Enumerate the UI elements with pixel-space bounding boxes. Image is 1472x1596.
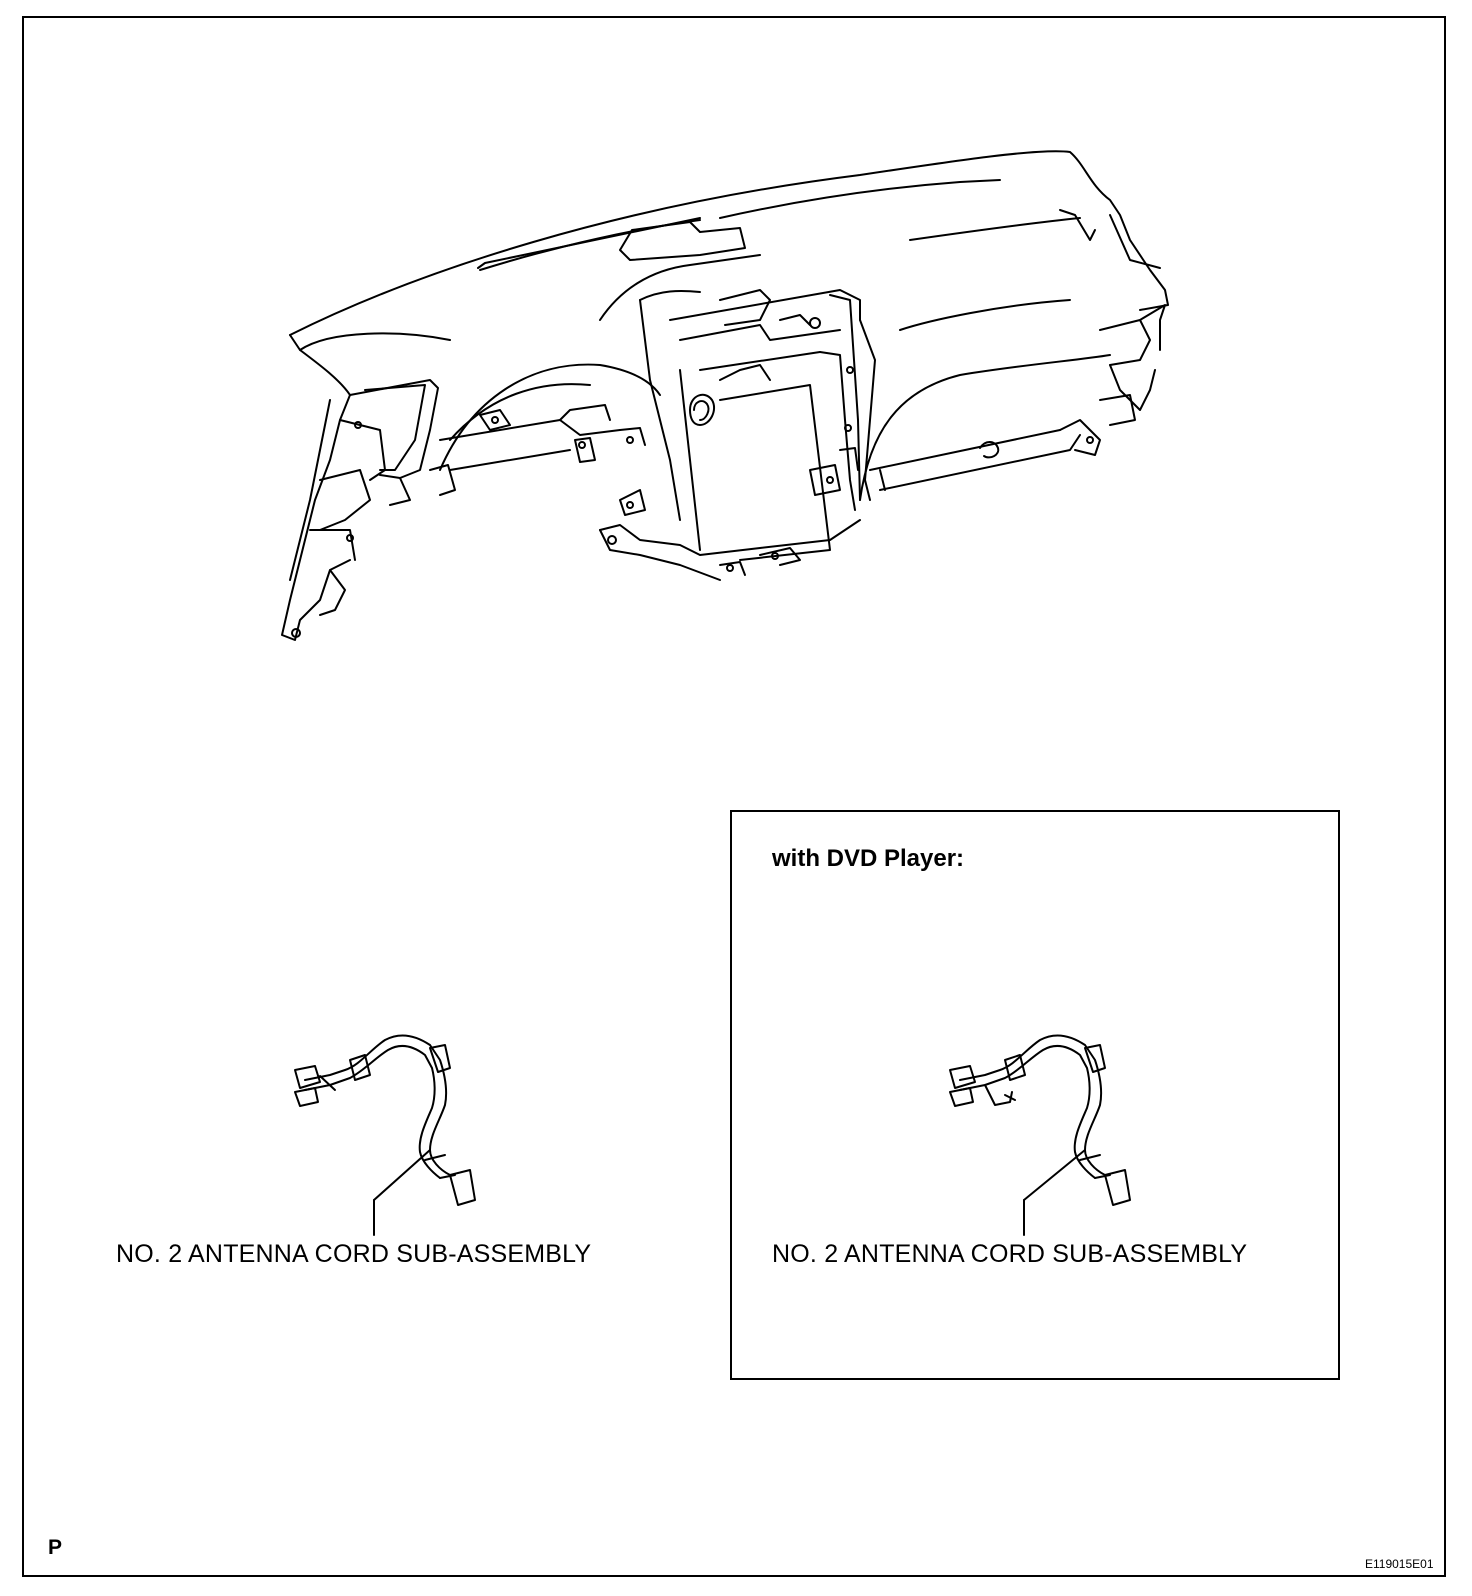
diagram-frame <box>22 16 1446 1577</box>
dashboard-center-stack <box>599 254 876 581</box>
leader-line-inset-diagonal <box>1023 1149 1086 1201</box>
antenna-cord-left <box>294 1034 476 1206</box>
inset-title: with DVD Player: <box>772 845 965 872</box>
part-label-inset: NO. 2 ANTENNA CORD SUB-ASSEMBLY <box>772 1240 1248 1268</box>
figure-id: E119015E01 <box>1365 1557 1434 1571</box>
dashboard-top-surface <box>289 150 1169 351</box>
page-code: P <box>48 1536 63 1559</box>
dashboard-left-frame <box>281 349 456 641</box>
inset-panel <box>730 810 1340 1380</box>
leader-line-left-diagonal <box>373 1149 431 1201</box>
part-label-left: NO. 2 ANTENNA CORD SUB-ASSEMBLY <box>116 1240 592 1268</box>
dashboard-center-left <box>439 363 661 471</box>
dashboard-right-side <box>859 299 1166 501</box>
